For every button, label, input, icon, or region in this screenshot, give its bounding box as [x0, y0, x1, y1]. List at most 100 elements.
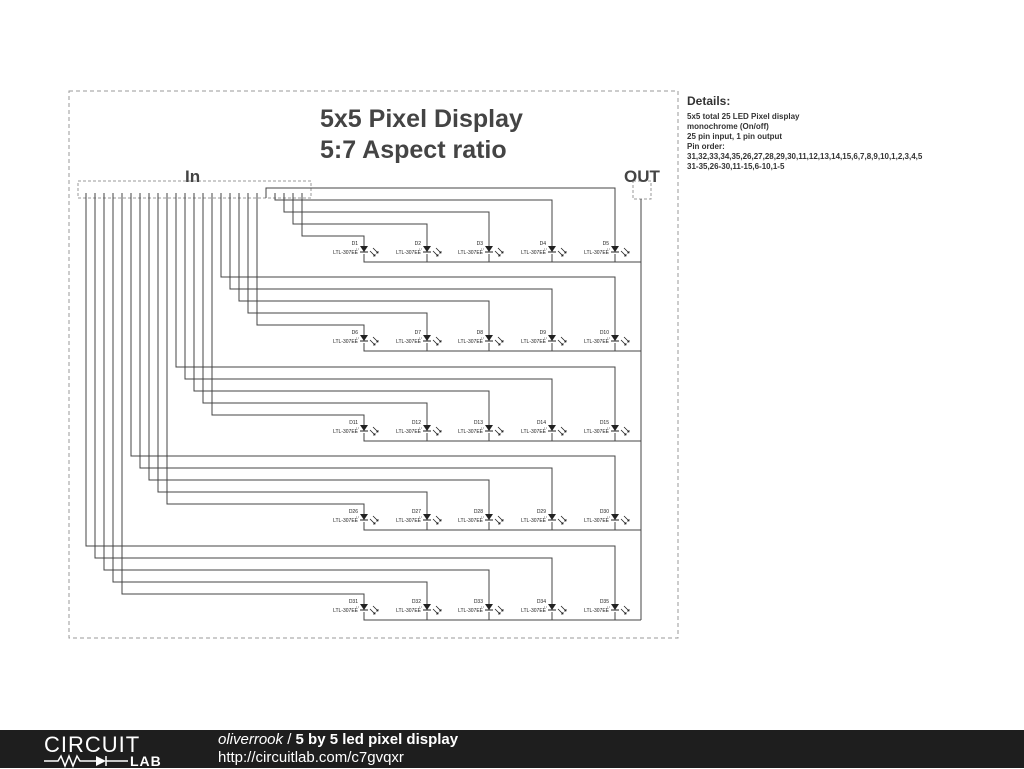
- led-part-number: LTL-307EE: [333, 518, 359, 524]
- light-rays-icon: [494, 336, 504, 346]
- light-rays-icon: [620, 247, 630, 257]
- light-rays-icon: [369, 336, 379, 346]
- input-wire: [265, 187, 616, 246]
- led-part-number: LTL-307EE: [458, 518, 484, 524]
- led-triangle: [611, 514, 619, 520]
- led-designator: D15: [600, 420, 609, 426]
- led-triangle: [485, 246, 493, 252]
- details-panel: Details: 5x5 total 25 LED Pixel display …: [687, 94, 987, 172]
- input-wire: [103, 198, 490, 604]
- circuit-name[interactable]: 5 by 5 led pixel display: [295, 731, 459, 748]
- details-heading: Details:: [687, 94, 731, 108]
- light-rays-icon: [620, 336, 630, 346]
- led-designator: D8: [477, 330, 484, 336]
- led-designator: D30: [600, 509, 609, 515]
- title-separator: /: [283, 731, 296, 748]
- led-part-number: LTL-307EE: [458, 608, 484, 614]
- light-rays-icon: [620, 515, 630, 525]
- light-rays-icon: [432, 605, 442, 615]
- row-cathode-wire: [363, 612, 641, 621]
- row-cathode-wire: [363, 433, 641, 442]
- led-designator: D12: [412, 420, 421, 426]
- led-designator: D14: [537, 420, 546, 426]
- led-part-number: LTL-307EE: [458, 250, 484, 256]
- light-rays-icon: [557, 426, 567, 436]
- input-wire: [112, 198, 428, 604]
- circuitlab-logo[interactable]: CIRCUIT LAB: [44, 732, 174, 768]
- light-rays-icon: [620, 426, 630, 436]
- light-rays-icon: [432, 515, 442, 525]
- led-part-number: LTL-307EE: [333, 250, 359, 256]
- led-triangle: [548, 246, 556, 252]
- led-designator: D2: [415, 241, 422, 247]
- input-wire: [229, 198, 553, 335]
- led-triangle: [611, 246, 619, 252]
- details-line: 31-35,26-30,11-15,6-10,1-5: [687, 162, 785, 171]
- led-designator: D7: [415, 330, 422, 336]
- details-line: 25 pin input, 1 pin output: [687, 132, 783, 141]
- title-line-1: 5x5 Pixel Display: [320, 105, 523, 133]
- led-designator: D13: [474, 420, 483, 426]
- led-designator: D9: [540, 330, 547, 336]
- footer-bar: CIRCUIT LAB oliverrook / 5 by 5 led pixe…: [0, 730, 1024, 768]
- input-wire: [274, 198, 553, 246]
- led-part-number: LTL-307EE: [396, 250, 422, 256]
- input-wire: [175, 198, 616, 425]
- logo-text-top: CIRCUIT: [44, 732, 141, 757]
- light-rays-icon: [557, 247, 567, 257]
- led-triangle: [360, 425, 368, 431]
- led-designator: D11: [349, 420, 358, 426]
- light-rays-icon: [369, 605, 379, 615]
- details-line: monochrome (On/off): [687, 122, 769, 131]
- led-triangle: [360, 335, 368, 341]
- circuit-title: oliverrook / 5 by 5 led pixel display: [218, 731, 458, 749]
- led-part-number: LTL-307EE: [458, 429, 484, 435]
- led-part-number: LTL-307EE: [584, 608, 610, 614]
- led-part-number: LTL-307EE: [521, 518, 547, 524]
- schematic-border: [68, 90, 679, 639]
- led-matrix: D1LTL-307EED2LTL-307EED3LTL-307EED4LTL-3…: [333, 241, 630, 615]
- author-name[interactable]: oliverrook: [218, 731, 284, 748]
- led-triangle: [611, 335, 619, 341]
- led-triangle: [360, 246, 368, 252]
- input-wire: [184, 198, 553, 425]
- led-triangle: [485, 514, 493, 520]
- out-label: OUT: [624, 167, 661, 186]
- input-wire: [166, 198, 365, 514]
- circuit-url[interactable]: http://circuitlab.com/c7gvqxr: [218, 749, 404, 766]
- led-part-number: LTL-307EE: [584, 429, 610, 435]
- led-triangle: [423, 335, 431, 341]
- led-triangle: [548, 514, 556, 520]
- led-triangle: [360, 514, 368, 520]
- led-triangle: [423, 604, 431, 610]
- input-wire: [292, 198, 428, 246]
- led-part-number: LTL-307EE: [584, 250, 610, 256]
- led-part-number: LTL-307EE: [396, 339, 422, 345]
- input-wire: [130, 198, 616, 514]
- led-triangle: [485, 604, 493, 610]
- led-triangle: [611, 425, 619, 431]
- details-line: Pin order:: [687, 142, 725, 151]
- input-wire: [202, 198, 428, 425]
- light-rays-icon: [494, 426, 504, 436]
- led-part-number: LTL-307EE: [521, 250, 547, 256]
- title-line-2: 5:7 Aspect ratio: [320, 136, 507, 164]
- led-triangle: [548, 604, 556, 610]
- led-designator: D27: [412, 509, 421, 515]
- light-rays-icon: [432, 426, 442, 436]
- led-designator: D10: [600, 330, 609, 336]
